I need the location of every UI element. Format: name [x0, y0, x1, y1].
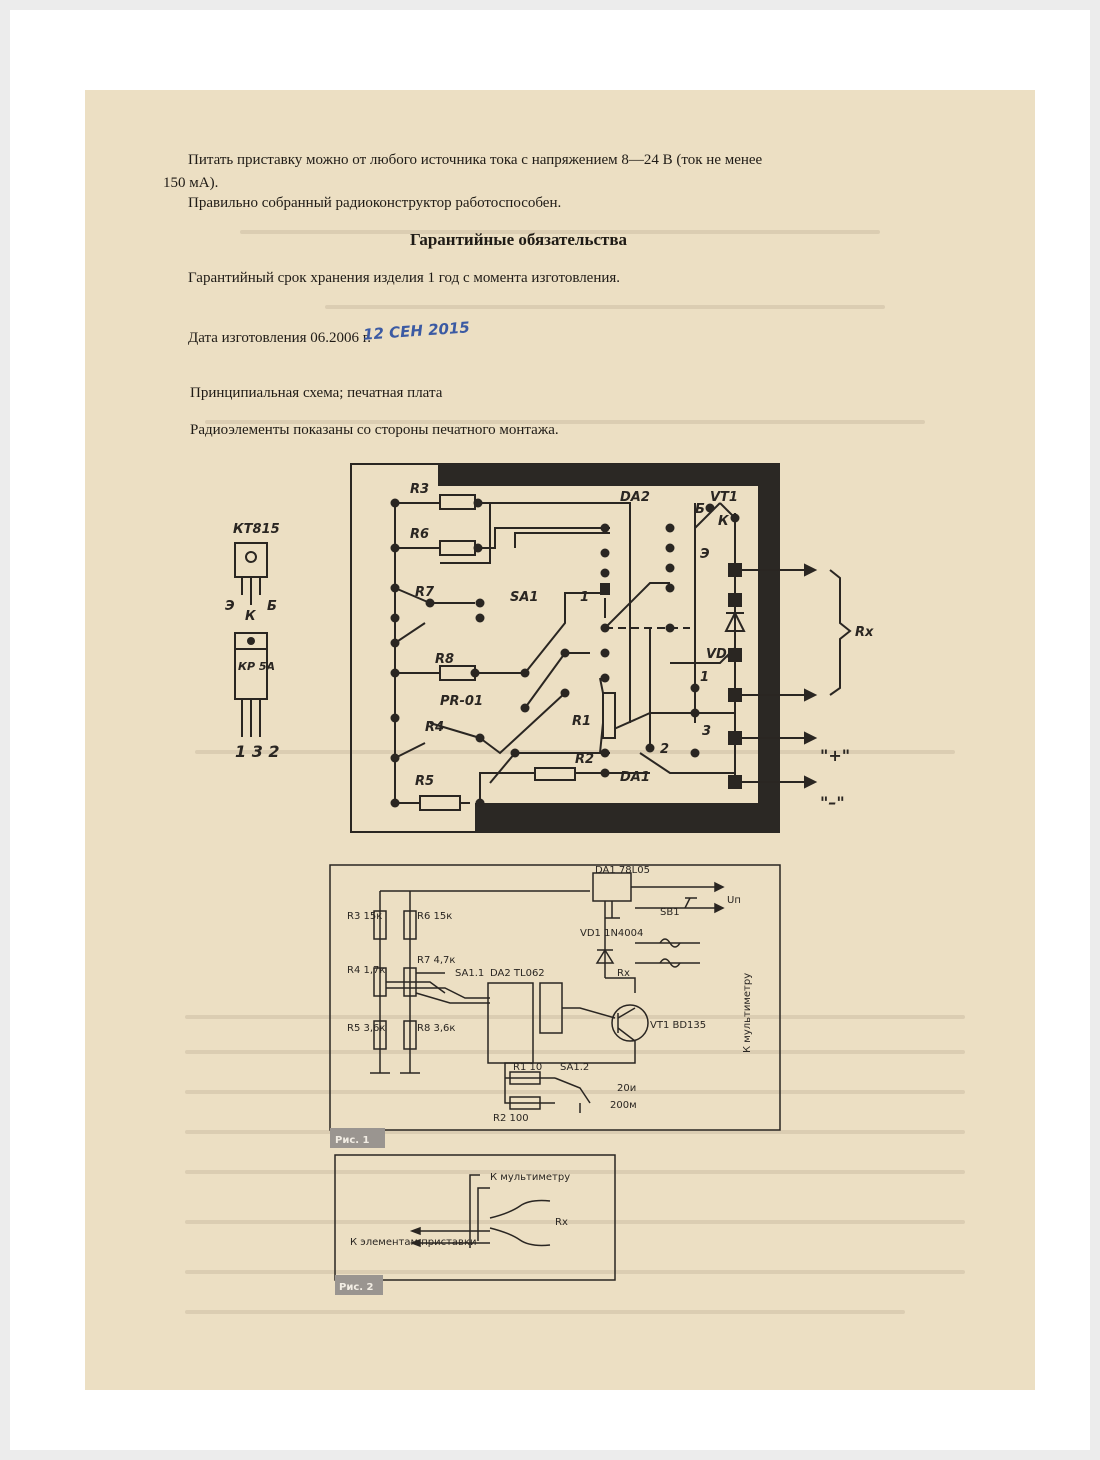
svg-text:SA1: SA1: [510, 590, 538, 605]
svg-text:1 3 2: 1 3 2: [235, 742, 280, 761]
svg-text:Rx: Rx: [855, 625, 874, 640]
pcb-drawing: R3 R6 R7 SA1 R8 PR-01 R4 R5 R1 R2 DA2 VT…: [350, 463, 874, 833]
bleed-through: [185, 1050, 965, 1054]
fig1-caption: Рис. 1: [335, 1135, 370, 1146]
svg-text:3: 3: [702, 724, 711, 739]
bleed-through: [185, 1270, 965, 1274]
svg-text:R1: R1: [572, 714, 591, 729]
svg-text:R1 10: R1 10: [513, 1062, 542, 1073]
text-components-note: Радиоэлементы показаны со стороны печатн…: [190, 422, 559, 438]
svg-text:20и: 20и: [617, 1083, 636, 1094]
regulator-body: [234, 648, 268, 700]
bleed-through: [185, 1090, 965, 1094]
svg-text:DA1 78L05: DA1 78L05: [595, 865, 650, 876]
svg-text:Uп: Uп: [727, 895, 741, 906]
svg-text:SB1: SB1: [660, 907, 680, 918]
svg-text:"–": "–": [820, 793, 845, 812]
scanned-page: Питать приставку можно от любого источни…: [85, 90, 1035, 1390]
svg-text:Rx: Rx: [555, 1217, 568, 1228]
svg-text:Э: Э: [225, 599, 235, 614]
svg-text:DA2: DA2: [620, 490, 650, 505]
text-power: Питать приставку можно от любого источни…: [188, 152, 763, 168]
bleed-through: [185, 1015, 965, 1019]
svg-text:1: 1: [580, 590, 589, 605]
svg-text:VD1 1N4004: VD1 1N4004: [580, 928, 643, 939]
text-schematic-caption: Принципиальная схема; печатная плата: [190, 385, 443, 401]
schematic-fig1: DA1 78L05 R3 15к R6 15к R7 4,7к R4 1,7к …: [329, 864, 781, 1148]
svg-text:К: К: [245, 609, 257, 624]
svg-text:R7: R7: [415, 585, 435, 600]
svg-text:1: 1: [700, 670, 709, 685]
fig2-caption: Рис. 2: [339, 1282, 374, 1293]
svg-text:200м: 200м: [610, 1100, 637, 1111]
heading-warranty: Гарантийные обязательства: [410, 230, 628, 249]
svg-text:R8 3,6к: R8 3,6к: [417, 1023, 455, 1034]
svg-text:R4: R4: [425, 720, 444, 735]
text-warranty: Гарантийный срок хранения изделия 1 год …: [188, 270, 621, 286]
svg-text:PR-01: PR-01: [440, 694, 483, 709]
transistor-label: КТ815: [233, 522, 280, 537]
svg-text:R4 1,7к: R4 1,7к: [347, 965, 385, 976]
svg-text:VD1: VD1: [706, 647, 736, 662]
svg-text:Б: Б: [267, 599, 277, 614]
svg-text:R3: R3: [410, 482, 429, 497]
bleed-through: [205, 420, 925, 424]
bleed-through: [240, 230, 880, 234]
bleed-through: [185, 1220, 965, 1224]
svg-text:R2: R2: [575, 752, 594, 767]
svg-text:R6: R6: [410, 527, 429, 542]
svg-text:R5 3,6к: R5 3,6к: [347, 1023, 385, 1034]
svg-text:DA2 TL062: DA2 TL062: [490, 968, 545, 979]
page-frame: Питать приставку можно от любого источни…: [10, 10, 1090, 1450]
svg-text:DA1: DA1: [620, 770, 650, 785]
bleed-through: [325, 305, 885, 309]
svg-text:К элементам приставки: К элементам приставки: [350, 1237, 477, 1248]
svg-text:SA1.2: SA1.2: [560, 1062, 589, 1073]
svg-text:R7 4,7к: R7 4,7к: [417, 955, 455, 966]
svg-text:R3 15к: R3 15к: [347, 911, 382, 922]
svg-text:R5: R5: [415, 774, 434, 789]
svg-text:К: К: [718, 514, 730, 529]
svg-text:К мультиметру: К мультиметру: [490, 1172, 570, 1183]
bleed-through: [185, 1170, 965, 1174]
svg-text:Б: Б: [695, 502, 705, 517]
svg-text:К мультиметру: К мультиметру: [742, 973, 753, 1053]
bleed-through: [185, 1310, 905, 1314]
text-working: Правильно собранный радиоконструктор раб…: [188, 195, 562, 211]
text-power-cont: 150 мА).: [163, 175, 219, 191]
svg-text:"+": "+": [820, 746, 850, 765]
schematic-fig2: К мультиметру К элементам приставки Rx Р…: [334, 1154, 616, 1295]
svg-text:R6 15к: R6 15к: [417, 911, 452, 922]
svg-text:Rx: Rx: [617, 968, 630, 979]
svg-text:2: 2: [660, 742, 669, 757]
svg-text:SA1.1: SA1.1: [455, 968, 484, 979]
transistor-body: [234, 542, 268, 578]
svg-text:VT1 BD135: VT1 BD135: [650, 1020, 706, 1031]
component-packages: КТ815 Э К Б КР 5А 1 3 2: [225, 522, 280, 761]
regulator-label: КР 5А: [238, 660, 275, 673]
date-stamp: 12 СЕН 2015: [362, 318, 471, 344]
text-date: Дата изготовления 06.2006 г.: [188, 330, 371, 346]
svg-text:R2 100: R2 100: [493, 1113, 529, 1124]
svg-text:Э: Э: [700, 547, 710, 562]
svg-text:R8: R8: [435, 652, 454, 667]
bleed-through: [185, 1130, 965, 1134]
svg-text:VT1: VT1: [710, 490, 738, 505]
